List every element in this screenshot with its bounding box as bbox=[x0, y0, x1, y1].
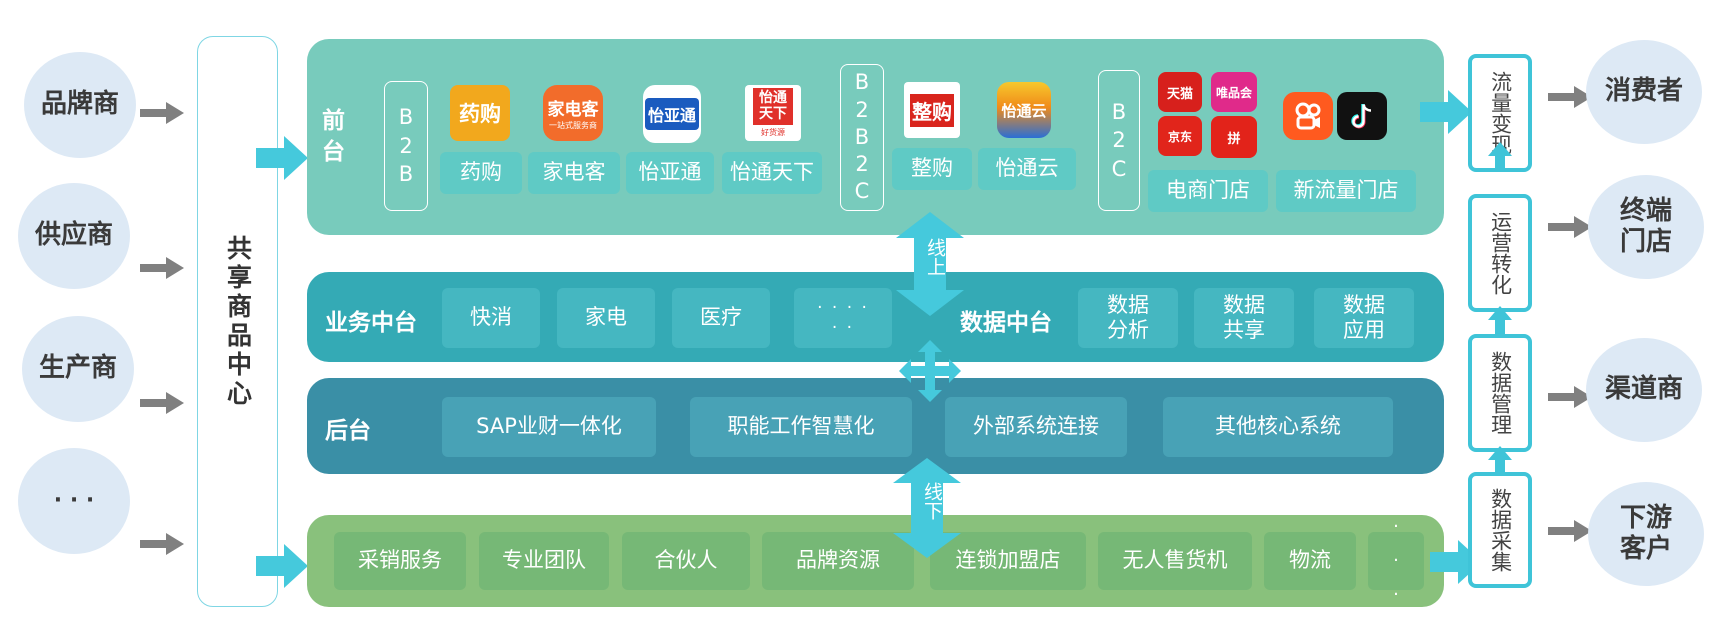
pinduoduo-logo: 拼 bbox=[1211, 116, 1257, 158]
gray-arrow-2 bbox=[140, 257, 184, 279]
jiadianke-logo: 家电客 一站式服务商 bbox=[543, 85, 603, 141]
gray-arrow-right-4 bbox=[1548, 520, 1592, 542]
chip-other-core-systems[interactable]: 其他核心系统 bbox=[1163, 397, 1393, 457]
more-dot: · bbox=[1393, 549, 1399, 571]
b2c-tag: B 2 C bbox=[1098, 70, 1140, 211]
kuaishou-icon bbox=[1295, 102, 1321, 130]
offline-label: 线下 bbox=[921, 482, 943, 520]
source-manufacturer: 生产商 bbox=[22, 316, 134, 422]
b2b-tag-letter: 2 bbox=[399, 133, 413, 158]
gray-arrow-1 bbox=[140, 102, 184, 124]
pipeline-up-arrow-1 bbox=[1488, 142, 1512, 172]
chip-ecommerce-store[interactable]: 电商门店 bbox=[1148, 170, 1268, 212]
chip-brand-resources[interactable]: 品牌资源 bbox=[762, 532, 914, 590]
yiyatong-logo-text: 怡亚通 bbox=[644, 98, 699, 130]
back-office-label: 后台 bbox=[325, 418, 371, 444]
four-way-arrow bbox=[899, 340, 961, 402]
b2b2c-tag-letter: 2 bbox=[855, 97, 869, 122]
b2c-tag-letter: 2 bbox=[1112, 128, 1126, 153]
chip-new-traffic-store[interactable]: 新流量门店 bbox=[1276, 170, 1416, 212]
target-downstream-customer: 下游 客户 bbox=[1588, 482, 1704, 586]
zhenggou-logo: 整购 bbox=[904, 82, 960, 138]
more-dot: · bbox=[1393, 515, 1399, 537]
chip-yaogou[interactable]: 药购 bbox=[440, 152, 522, 194]
chip-professional-team[interactable]: 专业团队 bbox=[479, 532, 609, 590]
yitongtianxia-logo-sub: 好货源 bbox=[761, 127, 785, 137]
target-channel: 渠道商 bbox=[1586, 338, 1702, 442]
online-label: 线上 bbox=[924, 238, 946, 276]
cyan-arrow-front bbox=[256, 136, 308, 180]
chip-vending-machines[interactable]: 无人售货机 bbox=[1098, 532, 1252, 590]
chip-procurement[interactable]: 采销服务 bbox=[334, 532, 466, 590]
chip-jiadianke[interactable]: 家电客 bbox=[528, 152, 620, 194]
business-middle-label: 业务中台 bbox=[325, 310, 417, 336]
data-middle-label: 数据中台 bbox=[960, 310, 1052, 336]
cyan-arrow-bottom bbox=[256, 544, 308, 588]
chip-data-analysis[interactable]: 数据 分析 bbox=[1078, 288, 1178, 348]
pipeline-up-arrow-2 bbox=[1488, 306, 1512, 336]
chip-zhenggou[interactable]: 整购 bbox=[892, 148, 972, 190]
gray-arrow-3 bbox=[140, 392, 184, 414]
chip-logistics[interactable]: 物流 bbox=[1264, 532, 1356, 590]
gray-arrow-4 bbox=[140, 533, 184, 555]
more-dot: · bbox=[1393, 584, 1399, 606]
pipeline-operation-conversion: 运营转化 bbox=[1468, 194, 1532, 312]
yaogou-logo: 药购 bbox=[450, 85, 510, 141]
source-more: · · · bbox=[18, 448, 130, 554]
b2b2c-tag-letter: C bbox=[854, 179, 870, 204]
gray-arrow-right-1 bbox=[1548, 86, 1592, 108]
source-supplier: 供应商 bbox=[18, 183, 130, 289]
b2b2c-tag: B 2 B 2 C bbox=[840, 64, 884, 211]
chip-data-application[interactable]: 数据 应用 bbox=[1314, 288, 1414, 348]
vipshop-logo: 唯品会 bbox=[1211, 72, 1257, 112]
douyin-icon bbox=[1351, 104, 1372, 129]
b2b-tag: B 2 B bbox=[384, 81, 428, 211]
b2b2c-tag-letter: B bbox=[854, 70, 870, 95]
cyan-arrow-front-out bbox=[1420, 90, 1472, 134]
b2c-tag-letter: C bbox=[1111, 156, 1127, 181]
target-consumer: 消费者 bbox=[1586, 40, 1702, 144]
b2c-tag-letter: B bbox=[1111, 99, 1127, 124]
chip-smart-functions[interactable]: 职能工作智慧化 bbox=[690, 397, 912, 457]
chip-data-sharing[interactable]: 数据 共享 bbox=[1194, 288, 1294, 348]
b2b2c-tag-letter: 2 bbox=[855, 152, 869, 177]
front-office-label: 前台 bbox=[322, 108, 345, 166]
chip-external-systems[interactable]: 外部系统连接 bbox=[945, 397, 1127, 457]
yitongtianxia-logo: 怡通天下 好货源 bbox=[745, 85, 801, 141]
chip-medical[interactable]: 医疗 bbox=[672, 288, 770, 348]
chip-chain-franchise[interactable]: 连锁加盟店 bbox=[930, 532, 1086, 590]
gray-arrow-right-3 bbox=[1548, 386, 1592, 408]
tmall-logo: 天猫 bbox=[1158, 72, 1202, 112]
b2b-tag-letter: B bbox=[398, 162, 414, 187]
kuaishou-logo bbox=[1283, 92, 1333, 140]
pipeline-up-arrow-3 bbox=[1488, 446, 1512, 476]
pipeline-data-collection: 数据采集 bbox=[1468, 472, 1532, 588]
online-double-arrow bbox=[896, 212, 964, 316]
chip-yitongtianxia[interactable]: 怡通天下 bbox=[722, 152, 822, 194]
b2b-tag-letter: B bbox=[398, 105, 414, 130]
chip-yiyatong[interactable]: 怡亚通 bbox=[626, 152, 714, 194]
source-brand: 品牌商 bbox=[24, 52, 136, 158]
offline-double-arrow bbox=[893, 458, 961, 558]
chip-appliances[interactable]: 家电 bbox=[557, 288, 655, 348]
target-terminal-store: 终端 门店 bbox=[1588, 175, 1704, 279]
chip-partners[interactable]: 合伙人 bbox=[622, 532, 750, 590]
yitongtianxia-logo-text: 怡通天下 bbox=[753, 88, 793, 125]
zhenggou-logo-text: 整购 bbox=[910, 93, 954, 127]
yiyatong-logo: 怡亚通 bbox=[643, 85, 701, 143]
b2b2c-tag-letter: B bbox=[854, 124, 870, 149]
chip-business-more[interactable]: · · · · · · bbox=[794, 288, 892, 348]
jd-logo: 京东 bbox=[1158, 116, 1202, 156]
shared-product-center: 共享商品中心 bbox=[197, 36, 278, 607]
chip-fmcg[interactable]: 快消 bbox=[442, 288, 540, 348]
jiadianke-logo-text: 家电客 bbox=[547, 100, 599, 120]
yitongyun-logo: 怡通云 bbox=[997, 82, 1051, 138]
jiadianke-logo-sub: 一站式服务商 bbox=[549, 121, 597, 130]
chip-yitongyun[interactable]: 怡通云 bbox=[978, 148, 1076, 190]
chip-sap[interactable]: SAP业财一体化 bbox=[442, 397, 656, 457]
chip-bottom-more[interactable]: · · · bbox=[1368, 516, 1424, 605]
pipeline-data-management: 数据管理 bbox=[1468, 334, 1532, 452]
douyin-logo bbox=[1337, 92, 1387, 140]
gray-arrow-right-2 bbox=[1548, 216, 1592, 238]
